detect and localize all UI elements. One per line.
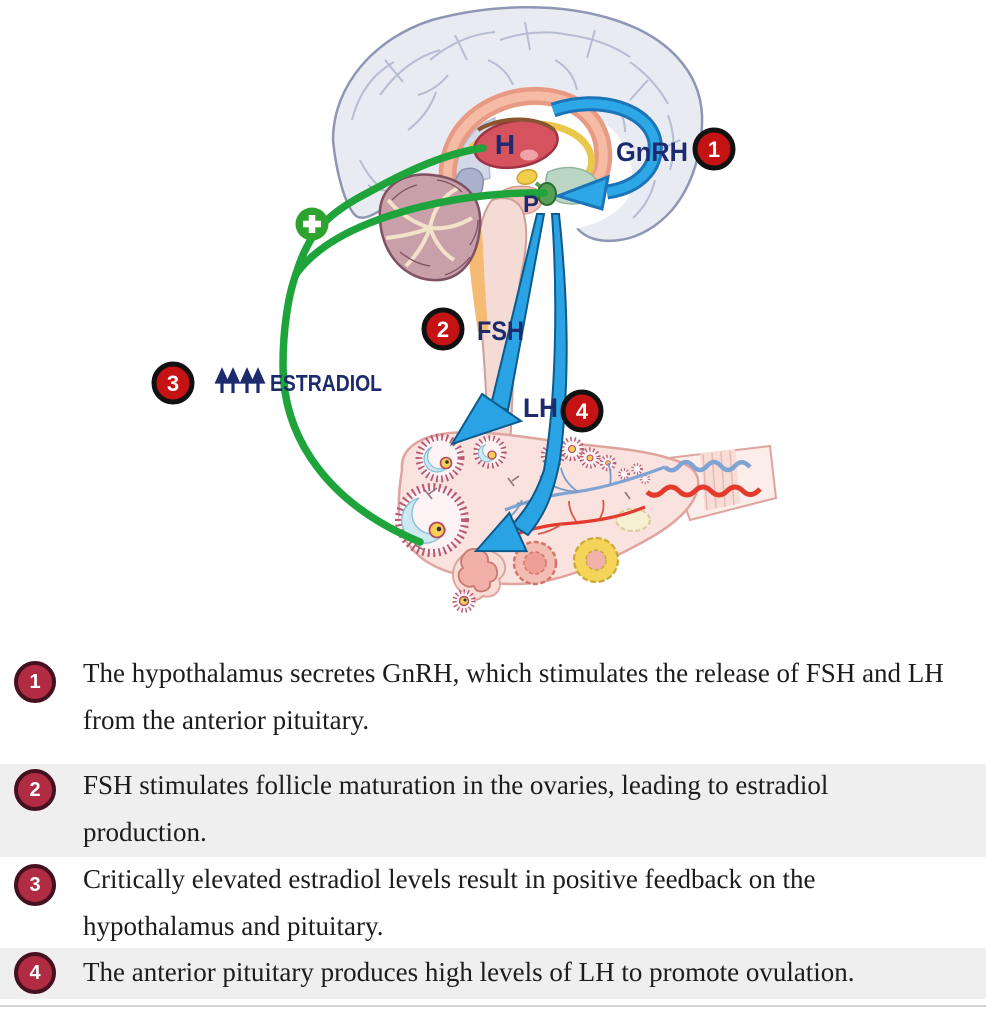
small-antral-follicle (473, 435, 507, 469)
legend-row-4-background (0, 948, 986, 999)
hypothalamus-label: H (495, 129, 515, 160)
ovary-illustration (395, 430, 778, 613)
corpus-luteum (572, 536, 620, 584)
legend-badge-3: 3 (14, 864, 56, 906)
mature-follicle (395, 483, 469, 557)
svg-text:4: 4 (576, 399, 589, 424)
pituitary-label: P (523, 191, 539, 218)
corpus-hemorrhagicum (512, 540, 558, 586)
legend-text-2: FSH stimulates follicle maturation in th… (83, 770, 829, 847)
gnrh-arrow (550, 96, 663, 211)
lh-label: LH (523, 393, 558, 423)
ovulating-follicle (452, 547, 507, 613)
legend-badge-2: 2 (14, 769, 56, 811)
lh-arrow (473, 213, 568, 553)
estradiol-feedback-arrows (279, 144, 548, 546)
fsh-arrow (449, 213, 546, 446)
diagram-badge-4: 4 (560, 389, 604, 433)
brain-illustration (331, 6, 704, 446)
ovarian-vessels (414, 459, 762, 551)
legend-row-2-background (0, 764, 986, 857)
legend-text-3: Critically elevated estradiol levels res… (83, 864, 816, 941)
diagram-badge-2: 2 (421, 307, 465, 351)
estradiol-up-arrows-icon (214, 367, 266, 393)
svg-text:3: 3 (167, 371, 179, 396)
positive-feedback-icon (295, 207, 329, 241)
diagram-badge-1: 1 (692, 127, 736, 171)
bottom-divider (0, 1005, 986, 1007)
gnrh-label: GnRH (616, 137, 688, 167)
diagram: H P GnRH FSH LH ESTRADIOL 1 2 3 4 (151, 6, 778, 613)
optic-chiasm (516, 169, 538, 185)
svg-text:2: 2 (437, 317, 449, 342)
fsh-label: FSH (477, 316, 524, 346)
svg-text:1: 1 (708, 137, 720, 162)
secondary-follicle (415, 433, 465, 483)
estradiol-label: ESTRADIOL (270, 370, 382, 396)
legend-badge-1: 1 (14, 661, 56, 703)
legend-text-1: The hypothalamus secretes GnRH, which st… (83, 658, 944, 735)
thalamus (473, 117, 559, 170)
legend-badge-4: 4 (14, 952, 56, 994)
cerebellum (378, 173, 482, 282)
diagram-badge-3: 3 (151, 361, 195, 405)
legend-text-4: The anterior pituitary produces high lev… (83, 957, 855, 987)
